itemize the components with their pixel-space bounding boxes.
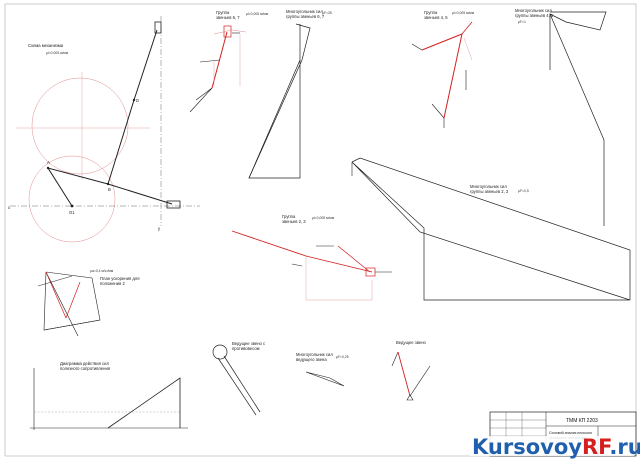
counterweight-title-1: Ведущее звено с: [232, 341, 265, 346]
polygon-23: Многоугольник сил группы звеньев 2, 3 μF…: [351, 157, 631, 301]
group23-title-1: Группа: [282, 214, 296, 219]
polygon45-title-2: группы звеньев 4, 5: [515, 13, 554, 18]
polygon-67: Многоугольник сил группы звеньев 6, 7 μF…: [248, 9, 332, 179]
title-block-name-1: Силовой анализ плоского: [549, 431, 592, 435]
counterweight-title-2: противовесом: [232, 346, 260, 351]
polygon23-title-1: Многоугольник сил: [470, 184, 507, 189]
polygon-45: Многоугольник сил группы звеньев 4, 5 μF…: [515, 8, 607, 226]
polygon67-scale: μF=25: [322, 11, 332, 15]
polygon-leading-title-2: ведущего звена: [296, 357, 327, 362]
leading-link: Ведущее звено: [391, 340, 431, 401]
polygon23-title-2: группы звеньев 2, 3: [470, 189, 509, 194]
svg-text:KursovoyRF.ru: KursovoyRF.ru: [472, 435, 640, 459]
group-45: Группа звеньев 4, 5 μl=0,005 м/мм: [411, 10, 475, 128]
mechanism-scale: μl=0,005 м/мм: [46, 51, 69, 55]
group23-scale: μl=0,005 м/мм: [312, 216, 335, 220]
group45-title-1: Группа: [424, 10, 438, 15]
polygon-leading-scale: μF=0,25: [336, 355, 349, 359]
point-A: A: [47, 160, 50, 165]
leading-link-title: Ведущее звено: [396, 340, 427, 345]
watermark-logo: KursovoyRF.ru: [470, 435, 640, 459]
resistance-diagram: Диаграмма действия сил полезного сопроти…: [30, 361, 188, 430]
watermark-part3: .ru: [609, 435, 640, 459]
point-D: D: [136, 98, 139, 103]
axis-y-label: y: [158, 226, 161, 231]
point-O1: O1: [69, 210, 75, 215]
polygon-leading-title-1: Многоугольник сил: [296, 352, 333, 357]
axis-x-label: x: [8, 205, 11, 210]
accel-scale: μa=0,4 м/с²/мм: [90, 269, 114, 273]
acceleration-plan: μa=0,4 м/с²/мм План ускорения для положе…: [37, 269, 140, 337]
polygon45-title-1: Многоугольник сил: [515, 8, 552, 13]
mechanism-title: Схема механизма: [28, 43, 64, 48]
polygon67-title-1: Многоугольник сил: [286, 9, 323, 14]
mechanism-scheme: Схема механизма μl=0,005 м/мм x y O1 A B…: [8, 16, 200, 243]
accel-title-1: План ускорения для: [100, 276, 140, 281]
polygon23-scale: μF=0,5: [518, 189, 529, 193]
group45-scale: μl=0,005 м/мм: [452, 11, 475, 15]
watermark-part2: RF: [582, 435, 611, 459]
point-B: B: [108, 187, 111, 192]
watermark-part1: Kursovoy: [472, 435, 582, 459]
leading-counterweight: Ведущее звено с противовесом: [212, 341, 265, 416]
polygon45-scale: μF=1: [518, 20, 526, 24]
title-block-code: ТММ КП 2203: [566, 418, 598, 424]
group67-scale: μl=0,005 м/мм: [246, 12, 269, 16]
group67-title-1: Группа: [216, 10, 230, 15]
group-67: Группа звеньев 6, 7 μl=0,005 м/мм: [189, 10, 269, 113]
group67-title-2: звеньев 6, 7: [216, 15, 240, 20]
resistance-title-2: полезного сопротивления: [60, 366, 110, 371]
resistance-title-1: Диаграмма действия сил: [60, 361, 109, 366]
polygon-leading: Многоугольник сил ведущего звена μF=0,25: [296, 352, 349, 387]
accel-title-2: положения 2: [100, 281, 125, 286]
polygon67-title-2: группы звеньев 6, 7: [286, 14, 325, 19]
group23-title-2: звеньев 2, 3: [282, 219, 306, 224]
group-23: Группа звеньев 2, 3 μl=0,005 м/мм: [231, 214, 392, 301]
sheet-frame: [4, 3, 637, 457]
group45-title-2: звеньев 4, 5: [424, 15, 448, 20]
